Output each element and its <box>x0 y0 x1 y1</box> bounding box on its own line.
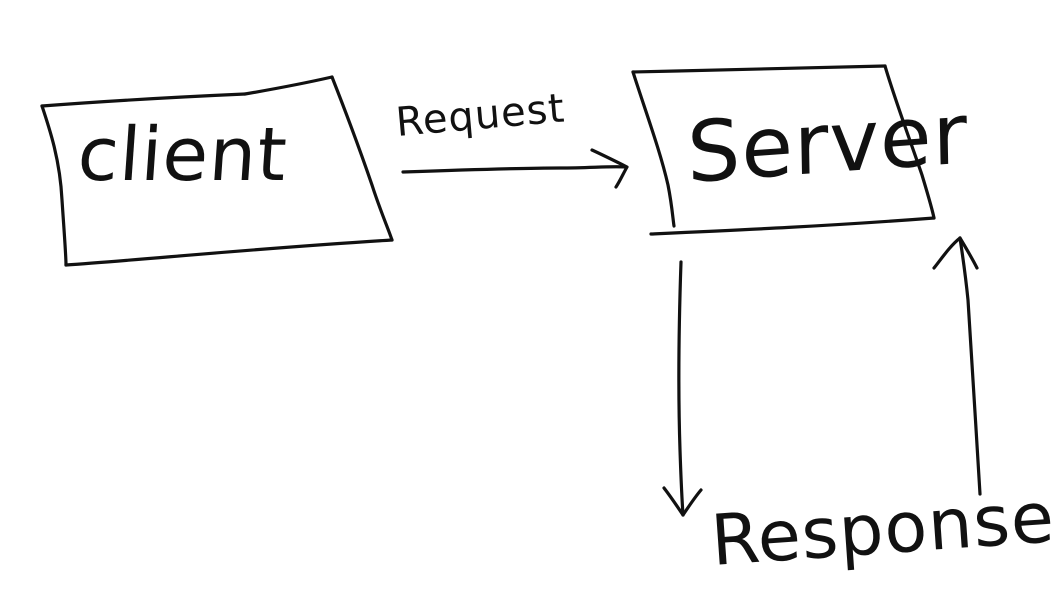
client-box <box>40 75 394 267</box>
response-down-arrow <box>662 260 703 517</box>
response-up-arrow <box>932 236 982 496</box>
server-label: Server <box>686 84 969 202</box>
request-arrow <box>401 148 629 189</box>
client-label: client <box>74 112 291 198</box>
server-box <box>631 64 936 236</box>
